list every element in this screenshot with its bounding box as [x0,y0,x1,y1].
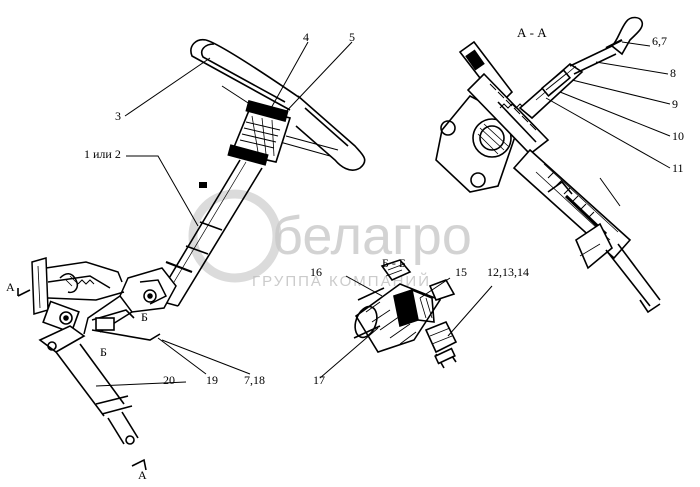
section-title-aa: А - А [517,25,547,40]
leader-67 [621,41,651,47]
callout-5: 5 [349,30,355,44]
watermark-group: ГРУППА КОМПАНИЙ [252,272,431,290]
section-aa-view [435,16,661,314]
callout-labels: А - А Б - Б 1 или 2 3 4 5 6,7 8 9 10 11 … [6,25,684,482]
leader-lines [95,41,671,387]
leader-16 [345,275,383,297]
callout-9: 9 [672,97,678,111]
steering-mount-bracket [83,267,177,335]
callout-8: 8 [670,66,676,80]
watermark-logo-ring [188,189,282,283]
callout-15: 15 [455,265,467,279]
callout-3: 3 [115,109,121,123]
callout-6-7: 6,7 [652,34,667,48]
steering-column-tube [155,159,263,307]
leader-11 [545,97,671,169]
callout-17: 17 [313,373,325,387]
callout-20: 20 [163,373,175,387]
leader-3 [124,57,211,117]
callout-19: 19 [206,373,218,387]
callout-1-or-2: 1 или 2 [84,147,121,161]
leader-9 [571,79,671,105]
callout-10: 10 [672,129,684,143]
leader-5 [279,41,353,119]
callout-7-18: 7,18 [244,373,265,387]
section-marker-a-bottom [131,458,147,471]
leader-8 [595,61,669,75]
steering-hub [227,100,292,166]
watermark: белагро ГРУППА КОМПАНИЙ [188,189,472,290]
callout-4: 4 [303,30,309,44]
leader-20 [95,381,187,387]
callout-12-13-14: 12,13,14 [487,265,529,279]
leader-1or2 [126,155,199,227]
tilt-lever-mechanism [31,257,125,315]
leader-17 [319,327,379,379]
leader-121314 [447,285,493,337]
callout-16: 16 [310,265,322,279]
callout-11: 11 [672,161,684,175]
lower-column-shaft [38,300,161,445]
leader-718 [161,339,251,375]
section-mark-a-bottom: А [138,468,147,482]
leader-19 [157,337,207,375]
leader-10 [559,91,671,137]
watermark-brand: белагро [272,206,472,266]
steering-wheel [190,38,366,171]
leader-4 [269,41,309,111]
section-mark-b-upper: Б [141,310,148,324]
section-marker-a-left [17,288,31,297]
section-bb-view [353,259,458,369]
leader-15 [419,277,451,299]
section-mark-a-left: А [6,280,15,294]
section-mark-b-lower: Б [100,345,107,359]
section-title-bb: Б - Б [382,256,406,270]
